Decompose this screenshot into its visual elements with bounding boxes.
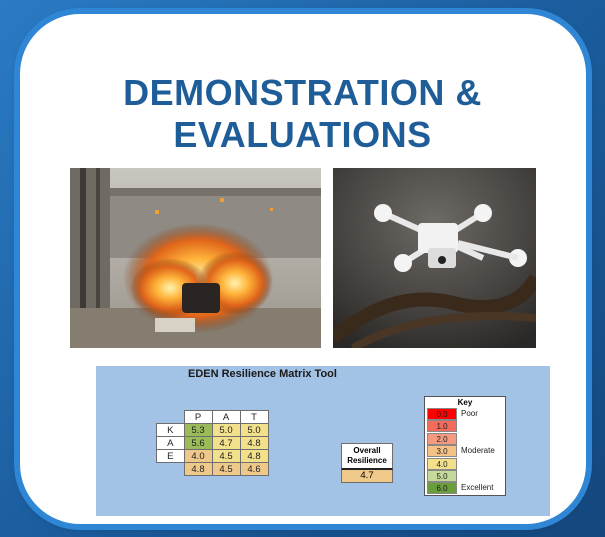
matrix-row: K 5.3 5.0 5.0 (156, 423, 269, 437)
key-swatch: 3.0 (427, 445, 457, 458)
matrix-cell: 4.0 (183, 449, 213, 463)
key-row: 3.0 Moderate (425, 445, 505, 458)
matrix-cell: 4.5 (211, 462, 241, 476)
key-swatch: 6.0 (427, 482, 457, 495)
explosion-photo (70, 168, 321, 348)
matrix-row-header (157, 463, 185, 476)
matrix-cell: 5.6 (183, 436, 213, 450)
key-swatch: 1.0 (427, 420, 457, 433)
matrix-cell: 4.7 (211, 436, 241, 450)
matrix-corner (157, 411, 185, 424)
matrix-table: P A T K 5.3 5.0 5.0 A 5.6 4.7 4.8 E 4.0 … (156, 410, 269, 476)
matrix-title: EDEN Resilience Matrix Tool (188, 368, 337, 380)
matrix-row: A 5.6 4.7 4.8 (156, 436, 269, 450)
key-desc: Moderate (461, 446, 495, 456)
matrix-cell: 5.0 (211, 423, 241, 437)
key-swatch: 4.0 (427, 457, 457, 470)
resilience-matrix: EDEN Resilience Matrix Tool P A T K 5.3 … (96, 366, 550, 516)
matrix-cell: 5.0 (239, 423, 269, 437)
key-swatch: 5.0 (427, 469, 457, 482)
matrix-col-header: A (211, 410, 241, 424)
key-row: 5.0 (425, 469, 505, 482)
matrix-row-header: E (156, 449, 185, 463)
matrix-col-header: T (239, 410, 269, 424)
matrix-cell: 4.8 (239, 449, 269, 463)
key-swatch: 2.0 (427, 432, 457, 445)
key-desc: Excellent (461, 483, 494, 493)
matrix-col-header: P (183, 410, 213, 424)
overall-resilience-value: 4.7 (341, 470, 393, 483)
matrix-row: E 4.0 4.5 4.8 (156, 449, 269, 463)
overall-label-line-2: Resilience (347, 456, 387, 465)
key-row: 2.0 (425, 432, 505, 445)
key-row: 6.0 Excellent (425, 482, 505, 495)
matrix-cell: 4.8 (239, 436, 269, 450)
key-row: 0.0 Poor (425, 408, 505, 420)
title-line-1: DEMONSTRATION & (123, 72, 482, 113)
matrix-row-totals: 4.8 4.5 4.6 (157, 462, 269, 476)
key-row: 1.0 (425, 420, 505, 433)
key-row: 4.0 (425, 457, 505, 470)
drone-photo (333, 168, 536, 348)
matrix-cell: 4.6 (239, 462, 269, 476)
matrix-cell: 4.8 (183, 462, 213, 476)
overall-label-line-1: Overall (353, 446, 381, 455)
matrix-cell: 4.5 (211, 449, 241, 463)
matrix-row-header: A (156, 436, 185, 450)
matrix-row-header: K (156, 423, 185, 437)
overall-resilience: Overall Resilience 4.7 (341, 443, 393, 483)
matrix-header-row: P A T (157, 410, 269, 424)
overall-resilience-label: Overall Resilience (341, 443, 393, 470)
matrix-cell: 5.3 (183, 423, 213, 437)
title-line-2: EVALUATIONS (173, 114, 432, 155)
key-desc: Poor (461, 409, 478, 418)
key-swatch: 0.0 (427, 408, 457, 420)
key-title: Key (457, 398, 473, 407)
slide-title: DEMONSTRATION & EVALUATIONS (60, 72, 545, 156)
key-legend: Key 0.0 Poor 1.0 2.0 3.0 Moderate 4.0 5.… (424, 396, 506, 496)
